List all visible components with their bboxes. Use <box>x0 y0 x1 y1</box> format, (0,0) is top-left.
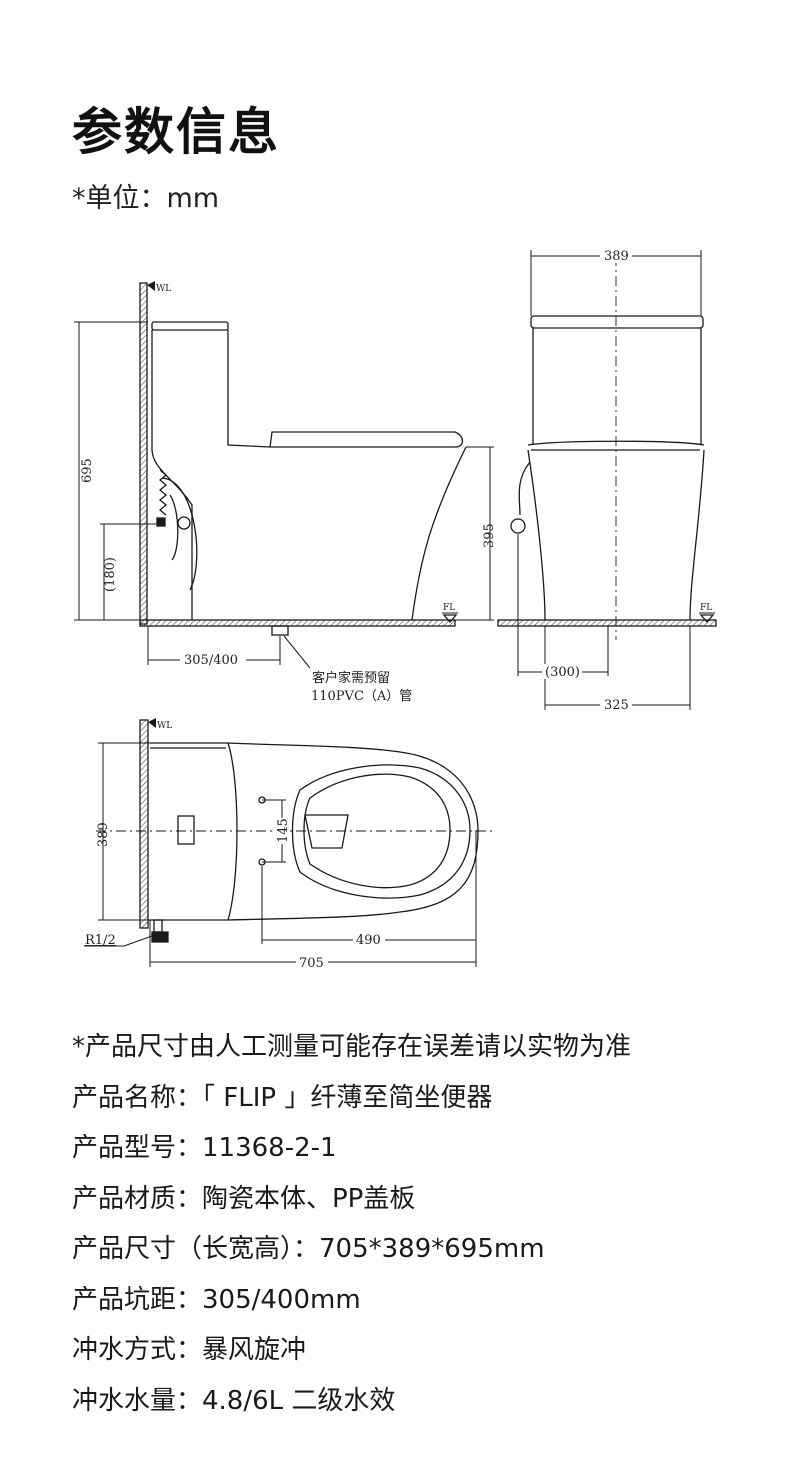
front-inner-dim: (300) <box>545 665 580 680</box>
side-height-dim: 695 <box>80 458 95 483</box>
top-wall <box>139 719 149 929</box>
spec-product-name: 产品名称：「 FLIP 」纤薄至简坐便器 <box>72 1082 493 1113</box>
top-view-labels: WL 389 145 490 705 R1/2 <box>85 721 385 971</box>
front-width-dim: 389 <box>604 249 629 264</box>
technical-drawing: WL 695 (180) 395 FL 305/400 客户家需预留 110PV… <box>74 248 717 971</box>
side-pit-dim: 305/400 <box>184 653 238 668</box>
spec-model: 产品型号：11368-2-1 <box>72 1133 337 1163</box>
top-to-front-dim: 490 <box>356 933 381 948</box>
side-body-outline <box>151 330 467 621</box>
spec-disclaimer: *产品尺寸由人工测量可能存在误差请以实物为准 <box>72 1032 632 1062</box>
side-wl-label: WL <box>156 284 171 294</box>
top-body-outline <box>150 742 479 921</box>
front-view <box>497 250 717 710</box>
top-wl-label: WL <box>157 721 172 731</box>
spec-material: 产品材质：陶瓷本体、PP盖板 <box>72 1183 416 1214</box>
front-base-dim: 325 <box>604 698 629 713</box>
side-wall <box>139 282 148 625</box>
side-rough-in-dim: (180) <box>103 557 118 592</box>
side-note-line1: 客户家需预留 <box>312 670 390 686</box>
front-fl-label: FL <box>700 603 712 613</box>
spec-dimensions: 产品尺寸（长宽高）：705*389*695mm <box>72 1234 545 1264</box>
front-view-labels: 389 (300) 325 FL <box>542 248 712 713</box>
side-seat <box>269 431 464 448</box>
spec-flush-volume: 冲水水量：4.8/6L 二级水效 <box>72 1385 396 1416</box>
spec-flush-type: 冲水方式：暴风旋冲 <box>72 1335 307 1365</box>
side-view <box>74 281 494 669</box>
spec-list: *产品尺寸由人工测量可能存在误差请以实物为准 产品名称：「 FLIP 」纤薄至简… <box>72 1028 631 1432</box>
top-hole-dim: 145 <box>276 818 291 843</box>
top-length-dim: 705 <box>299 956 324 971</box>
side-fl-label: FL <box>443 603 455 613</box>
unit-note: *单位：mm <box>72 183 220 214</box>
front-floor <box>497 619 717 627</box>
side-floor <box>139 619 456 627</box>
side-seat-dim: 395 <box>482 523 497 548</box>
side-view-labels: WL 695 (180) 395 FL 305/400 客户家需预留 110PV… <box>80 284 497 704</box>
side-note-line2: 110PVC（A）管 <box>311 689 412 704</box>
top-view <box>84 718 492 967</box>
spec-pit-distance: 产品坑距：305/400mm <box>72 1284 361 1315</box>
page-title: 参数信息 <box>72 103 280 161</box>
top-thread-label: R1/2 <box>85 933 116 948</box>
top-width-dim: 389 <box>96 822 111 847</box>
